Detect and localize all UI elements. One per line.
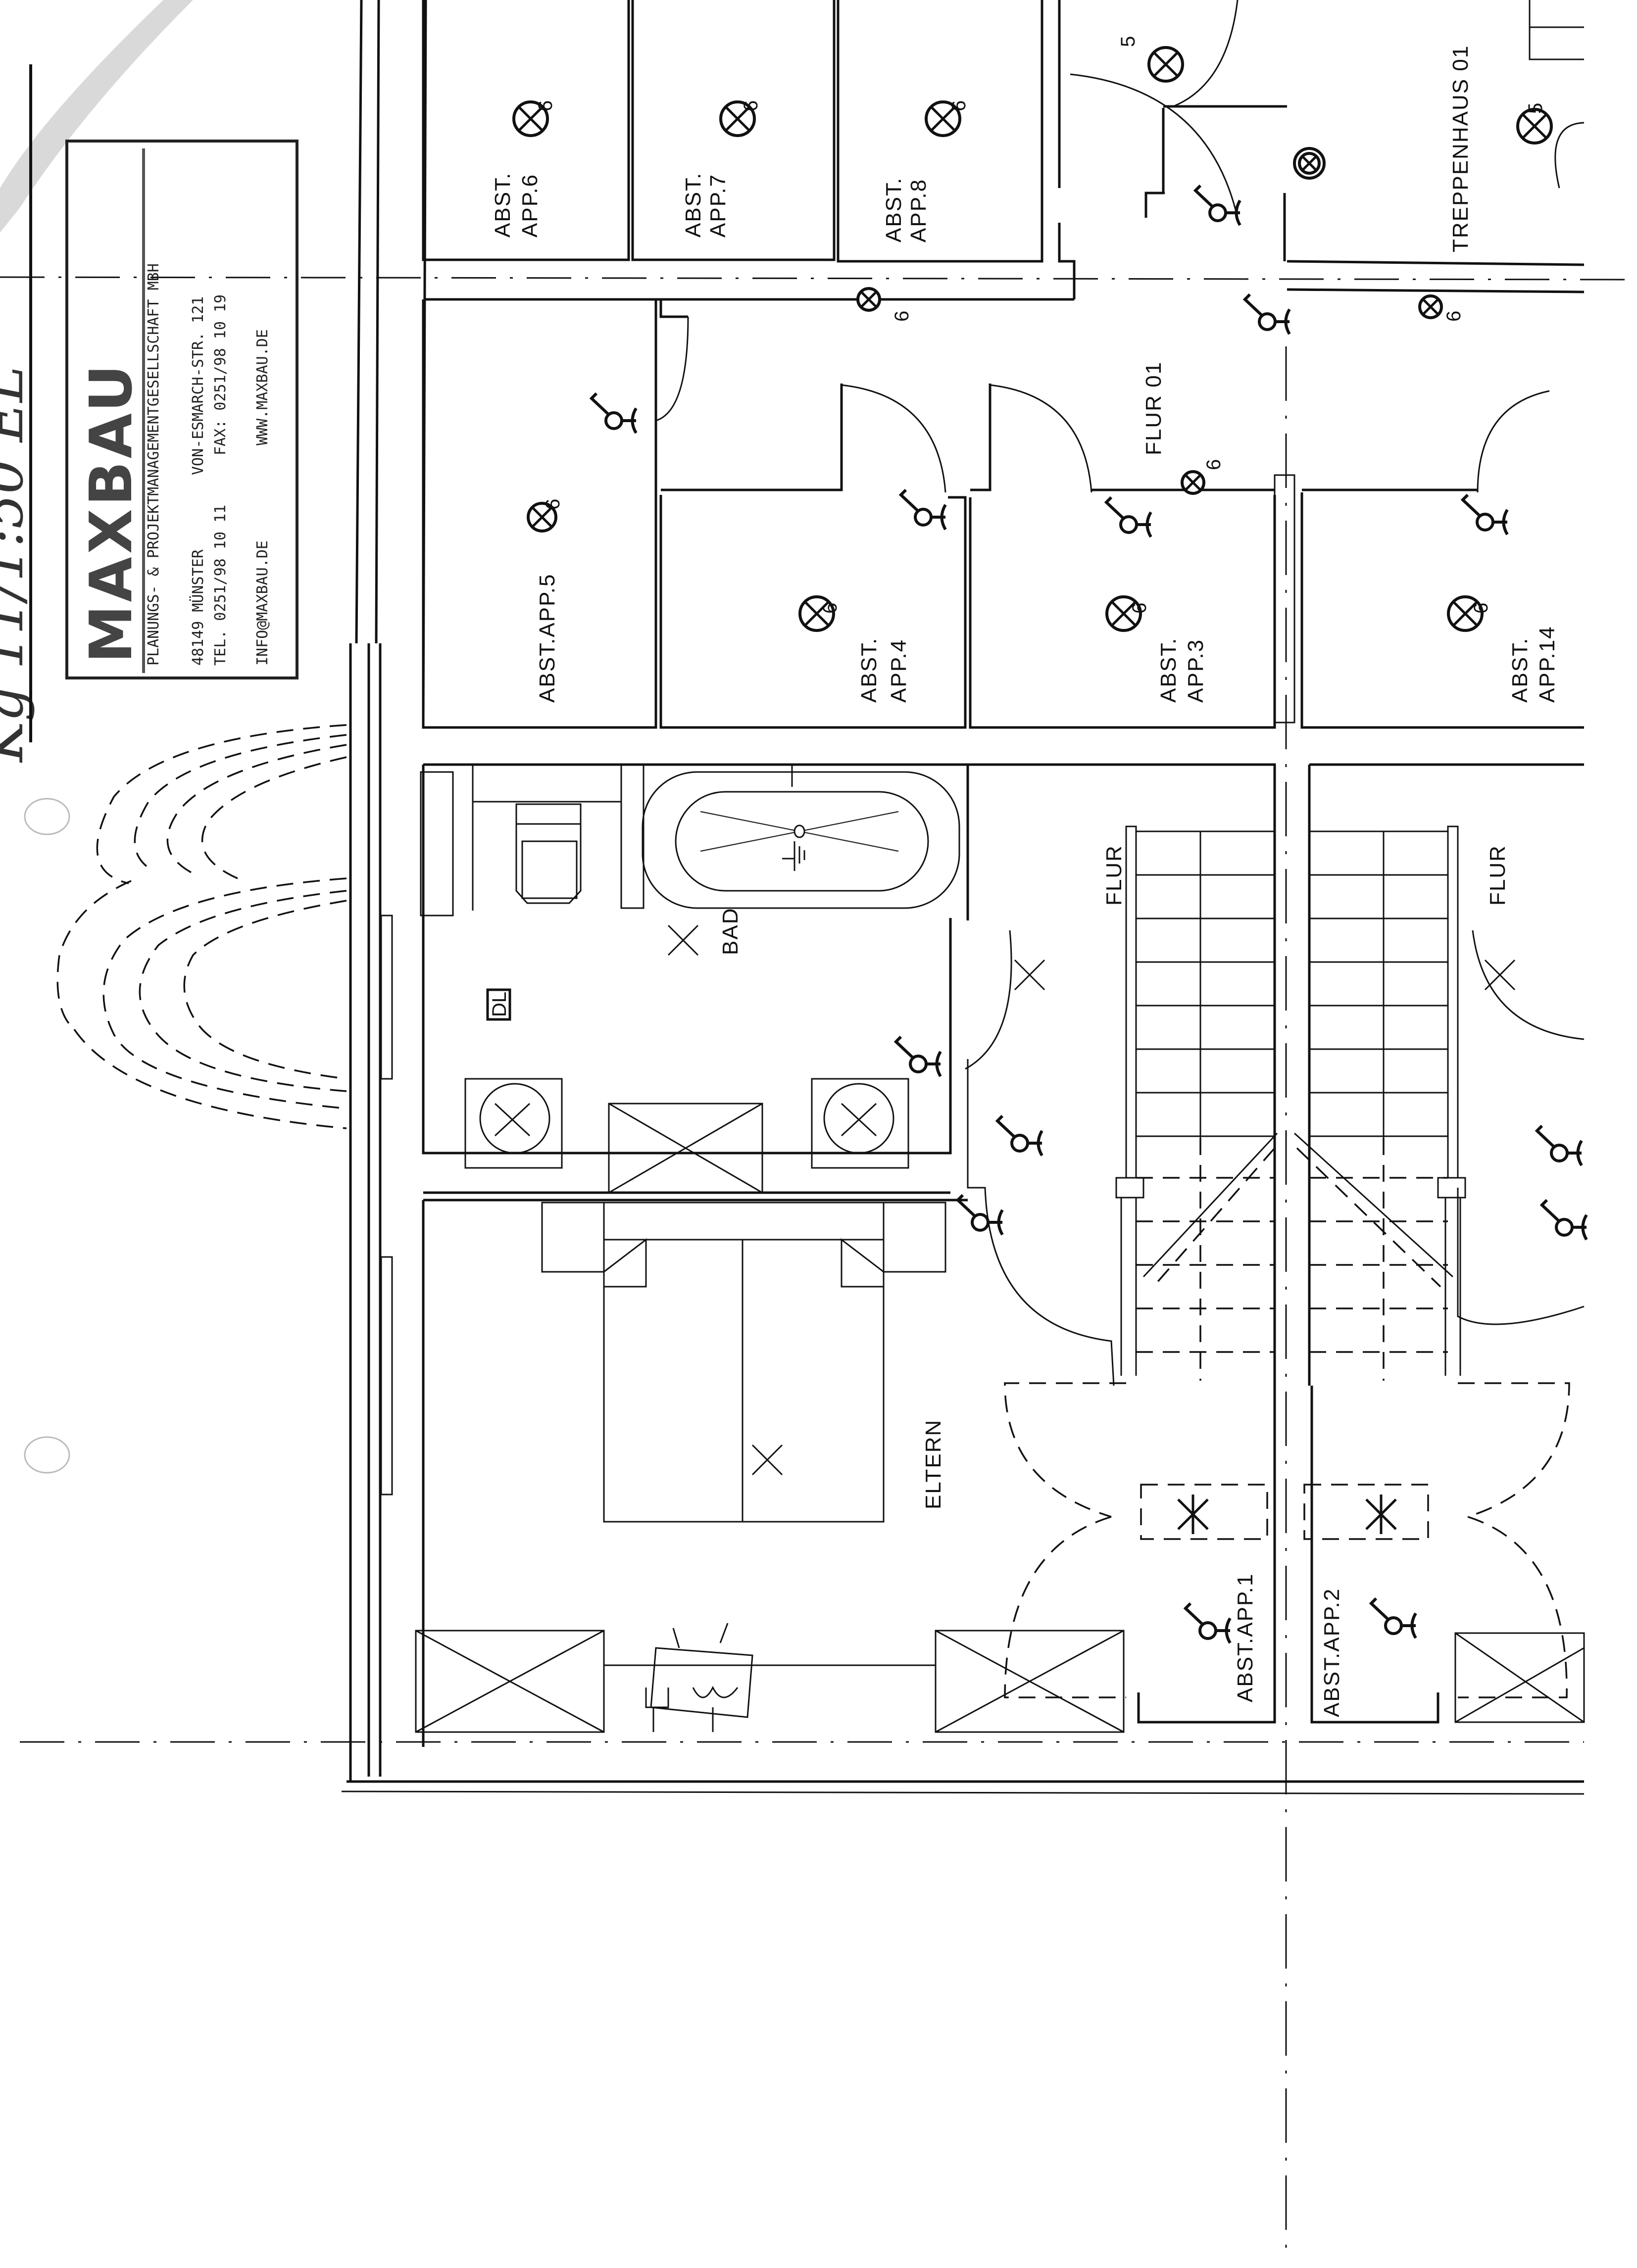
svg-text:6: 6 — [1470, 603, 1492, 614]
stair-light-icon — [1177, 1495, 1209, 1534]
room-flur01: FLUR 01 — [1141, 361, 1295, 724]
light-switch-icon — [1535, 1124, 1583, 1166]
ceiling-light-icon — [719, 100, 756, 137]
staircase-left — [1115, 825, 1144, 1376]
light-switch-icon — [1242, 293, 1291, 335]
light-switch-icon — [589, 392, 638, 434]
svg-text:ABST.APP.2: ABST.APP.2 — [1320, 1588, 1344, 1717]
svg-text:6: 6 — [1443, 311, 1465, 322]
stamp-street: VON-ESMARCH-STR. 121 — [190, 296, 207, 475]
ceiling-light-icon — [512, 100, 549, 137]
svg-text:APP.7: APP.7 — [706, 174, 730, 238]
light-switch-icon — [1104, 496, 1152, 538]
room-app5: ABST.APP.5 — [422, 299, 689, 729]
stamp-email: INFO@MAXBAU.DE — [254, 540, 271, 666]
svg-text:6: 6 — [819, 603, 841, 614]
svg-text:6: 6 — [1129, 603, 1150, 614]
balcony-arcs — [56, 724, 347, 1129]
ceiling-light-icon — [856, 287, 881, 312]
staircase-right — [1437, 825, 1466, 1376]
room-app2: ABST.APP.2 — [1303, 1382, 1585, 1724]
svg-text:DL: DL — [489, 992, 510, 1017]
light-switch-icon — [1369, 1597, 1417, 1639]
svg-text:TREPPENHAUS 01: TREPPENHAUS 01 — [1448, 45, 1473, 252]
svg-text:5: 5 — [1525, 103, 1546, 114]
svg-text:ABST.: ABST. — [1508, 637, 1532, 703]
svg-text:APP.8: APP.8 — [906, 179, 931, 242]
room-flur-left: FLUR — [965, 763, 1276, 1386]
ceiling-light-icon — [1447, 595, 1484, 632]
room-app4: ABST. APP.4 — [659, 384, 967, 729]
svg-text:5: 5 — [1117, 36, 1139, 47]
svg-text:APP.6: APP.6 — [518, 174, 542, 238]
room-app8: ABST. APP.8 — [837, 0, 1043, 263]
light-switch-icon — [1539, 1199, 1588, 1241]
svg-text:APP.3: APP.3 — [1184, 639, 1208, 703]
outer-wall-left — [341, 0, 1585, 1795]
staircase — [1115, 825, 1466, 1381]
ceiling-light-icon — [1418, 294, 1443, 319]
room-treppenhaus: TREPPENHAUS 01 — [1070, 0, 1585, 293]
ceiling-light-icon — [1181, 470, 1205, 495]
ceiling-light-icon — [925, 100, 961, 137]
room-flur-right: FLUR — [1308, 763, 1585, 1386]
ceiling-light-icon — [1105, 595, 1142, 632]
svg-text:ELTERN: ELTERN — [921, 1419, 945, 1509]
svg-text:FLUR: FLUR — [1102, 845, 1126, 906]
stamp-fax: FAX: 0251/98 10 19 — [212, 294, 229, 455]
dl-ventilation-box — [486, 988, 511, 1021]
svg-text:6: 6 — [542, 499, 564, 510]
lamp-circuit-labels: 6 6 6 6 6 6 6 6 6 6 5 5 — [535, 36, 1546, 614]
hole-punch-bottom — [24, 1436, 70, 1474]
svg-text:FLUR 01: FLUR 01 — [1141, 361, 1166, 455]
svg-text:6: 6 — [891, 311, 913, 322]
svg-text:ABST.: ABST. — [491, 172, 515, 238]
svg-text:ABST.: ABST. — [1156, 637, 1181, 703]
svg-text:ABST.APP.1: ABST.APP.1 — [1233, 1573, 1257, 1702]
svg-text:6: 6 — [948, 100, 970, 111]
svg-text:FLUR: FLUR — [1486, 845, 1510, 906]
svg-text:6: 6 — [535, 100, 556, 111]
svg-text:ABST.APP.5: ABST.APP.5 — [535, 574, 559, 703]
company-stamp: MAXBAU PLANUNGS- & PROJEKTMANAGEMENTGESE… — [65, 140, 298, 679]
ceiling-light-icon — [527, 502, 557, 532]
room-eltern: ELTERN — [415, 1199, 1125, 1747]
room-app3: ABST. APP.3 — [969, 384, 1276, 729]
room-app1: ABST.APP.1 — [1004, 1382, 1276, 1724]
stamp-company: PLANUNGS- & PROJEKTMANAGEMENTGESELLSCHAF… — [145, 263, 162, 666]
svg-text:ABST.: ABST. — [882, 177, 906, 242]
stair-light-icon — [1365, 1495, 1397, 1534]
stamp-logo: MAXBAU — [77, 362, 145, 663]
light-switch-icon — [898, 488, 947, 531]
axis-line-top — [0, 276, 1637, 281]
svg-text:ABST.: ABST. — [681, 172, 705, 238]
corridor-wall-stub — [1058, 0, 1076, 299]
stamp-tel: TEL. 0251/98 10 11 — [212, 505, 229, 666]
stamp-web: WWW.MAXBAU.DE — [254, 329, 271, 445]
room-app6: ABST. APP.6 — [422, 0, 630, 261]
ceiling-light-icon — [798, 595, 835, 632]
light-switch-icon — [893, 1035, 942, 1077]
light-switch-icon — [1193, 184, 1241, 226]
light-switch-icon — [955, 1194, 1004, 1236]
svg-text:BAD: BAD — [718, 908, 743, 955]
svg-text:APP.4: APP.4 — [887, 639, 911, 703]
emergency-light-icon — [1293, 147, 1326, 180]
ceiling-light-icon — [1147, 46, 1184, 83]
ceiling-light-icon — [1516, 108, 1553, 145]
hole-punch-top — [24, 798, 70, 835]
svg-text:ABST.: ABST. — [857, 637, 881, 703]
stamp-city: 48149 MÜNSTER — [189, 549, 207, 666]
room-bad: BAD DL — [420, 763, 969, 1194]
light-switch-icon — [1460, 493, 1509, 535]
room-app7: ABST. APP.7 — [631, 0, 836, 261]
svg-text:6: 6 — [1203, 459, 1225, 470]
svg-text:APP.14: APP.14 — [1535, 626, 1559, 703]
light-switch-icon — [1183, 1602, 1232, 1644]
light-switch-icon — [995, 1114, 1043, 1157]
room-app14: ABST. APP.14 — [1300, 390, 1584, 729]
svg-text:6: 6 — [740, 100, 762, 111]
